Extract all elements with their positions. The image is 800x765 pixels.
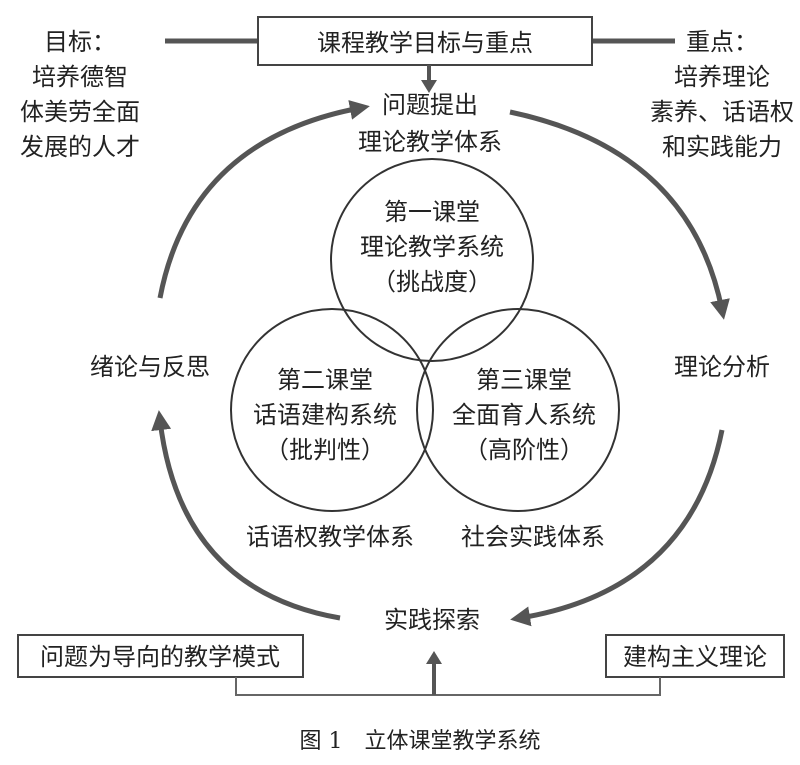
- arrow-right-to-bottom: [510, 429, 725, 627]
- circle-1-line-1: 第一课堂: [384, 198, 480, 226]
- cycle-bottom-label: 实践探索: [384, 606, 480, 634]
- title-box: [257, 16, 593, 66]
- circle-first-classroom: [330, 158, 534, 362]
- arrow-left-to-top: [157, 100, 370, 299]
- arrow-top-to-right: [509, 109, 730, 320]
- goal-line-3: 发展的人才: [20, 133, 140, 161]
- circle-second-classroom: [230, 308, 434, 512]
- discourse-system-label: 话语权教学体系: [246, 523, 414, 551]
- figure-caption: 图 1 立体课堂教学系统: [300, 729, 541, 754]
- circle-third-classroom: [416, 308, 620, 512]
- focus-heading: 重点：: [686, 28, 758, 56]
- circle-3-line-1: 第三课堂: [476, 366, 572, 394]
- circle-1-line-3: （挑战度）: [372, 268, 492, 296]
- goal-line-1: 培养德智: [32, 63, 128, 91]
- cycle-top-line-1: 问题提出: [382, 91, 478, 119]
- focus-line-3: 和实践能力: [662, 133, 782, 161]
- circle-2-line-2: 话语建构系统: [253, 401, 397, 429]
- focus-line-1: 培养理论: [674, 63, 770, 91]
- circle-3-line-3: （高阶性）: [464, 436, 584, 464]
- arrow-bottom-to-left: [151, 410, 341, 621]
- cycle-top-line-2: 理论教学体系: [358, 128, 502, 156]
- problem-oriented-text: 问题为导向的教学模式: [40, 643, 280, 671]
- circle-2-line-1: 第二课堂: [277, 366, 373, 394]
- focus-line-2: 素养、话语权: [650, 98, 794, 126]
- bottom-bracket: [235, 677, 661, 696]
- goal-heading: 目标：: [44, 28, 116, 56]
- circle-3-line-2: 全面育人系统: [452, 401, 596, 429]
- circle-1-line-2: 理论教学系统: [360, 233, 504, 261]
- problem-oriented-box: [17, 634, 304, 678]
- title-down-arrowhead: [421, 80, 437, 93]
- bracket-up-arrowhead: [426, 651, 442, 664]
- constructivism-box: [605, 634, 785, 678]
- circle-2-line-3: （批判性）: [265, 436, 385, 464]
- title-box-text: 课程教学目标与重点: [317, 29, 533, 57]
- social-practice-system-label: 社会实践体系: [461, 523, 605, 551]
- goal-line-2: 体美劳全面: [20, 98, 140, 126]
- cycle-right-label: 理论分析: [674, 353, 770, 381]
- constructivism-text: 建构主义理论: [623, 643, 767, 671]
- cycle-left-label: 绪论与反思: [90, 353, 210, 381]
